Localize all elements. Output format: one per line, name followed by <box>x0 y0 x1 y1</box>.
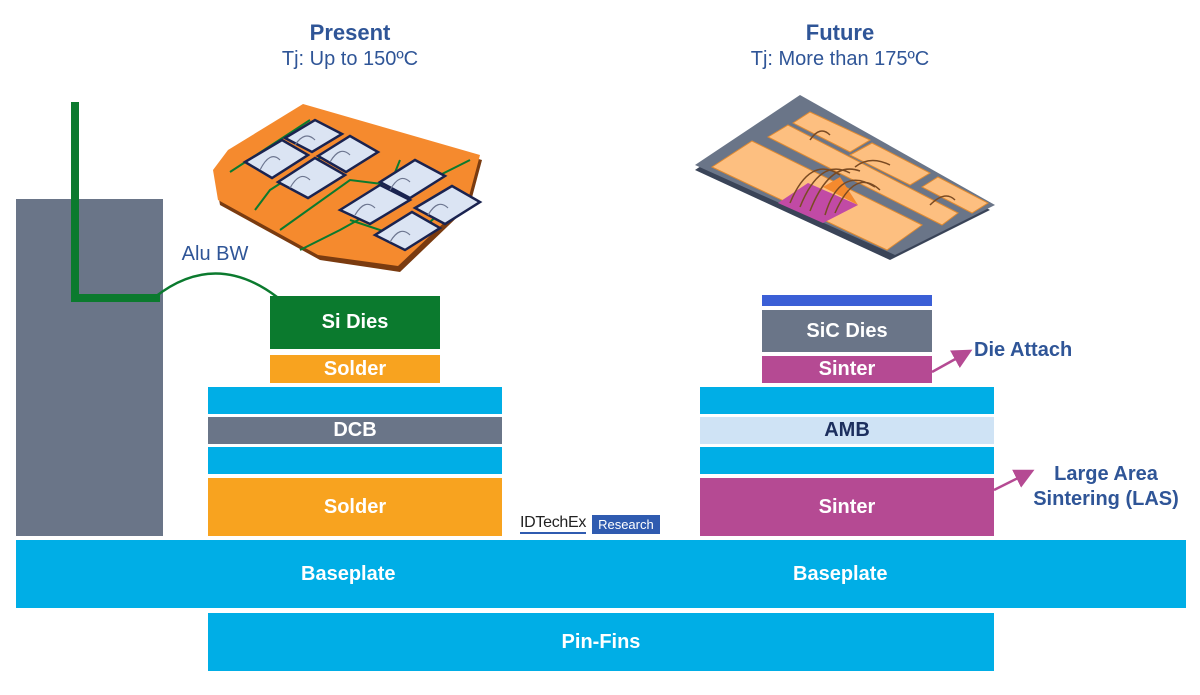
logo-brand: IDTechEx <box>520 514 586 534</box>
future-die-sinter-layer: Sinter <box>762 356 932 383</box>
present-module-illustration <box>213 104 483 272</box>
present-si-dies-layer: Si Dies <box>270 296 440 349</box>
future-heading: Future Tj: More than 175ºC <box>700 20 980 72</box>
present-top-copper-layer <box>208 387 502 414</box>
las-callout-line2: Sintering (LAS) <box>1033 488 1179 510</box>
die-attach-callout: Die Attach <box>974 339 1073 361</box>
terminal-housing <box>16 199 163 536</box>
future-bottom-copper-layer <box>700 447 994 474</box>
future-amb-layer: AMB <box>700 417 994 444</box>
present-bottom-copper-layer <box>208 447 502 474</box>
future-top-copper-layer <box>700 387 994 414</box>
present-substrate-solder-layer: Solder <box>208 478 502 536</box>
idtechex-logo: IDTechEx Research <box>520 514 660 534</box>
present-title: Present <box>309 20 391 45</box>
present-die-solder-layer: Solder <box>270 355 440 383</box>
die-attach-arrow <box>931 349 973 374</box>
aluminum-bond-wire <box>154 272 278 298</box>
present-heading: Present Tj: Up to 150ºC <box>230 20 470 72</box>
baseplate-left-label: Baseplate <box>301 562 396 585</box>
alu-bw-label: Alu BW <box>181 243 249 265</box>
future-subtitle: Tj: More than 175ºC <box>750 48 930 70</box>
future-module-illustration <box>695 95 995 260</box>
las-callout-line1: Large Area <box>1054 463 1158 485</box>
future-sic-dies-layer: SiC Dies <box>762 310 932 352</box>
baseplate: Baseplate Baseplate <box>16 540 1186 608</box>
present-dcb-layer: DCB <box>208 417 502 444</box>
pin-fins: Pin-Fins <box>208 613 994 671</box>
present-subtitle: Tj: Up to 150ºC <box>281 48 419 70</box>
logo-badge: Research <box>592 514 660 534</box>
future-title: Future <box>805 20 875 45</box>
las-arrow <box>993 469 1035 492</box>
future-substrate-sinter-layer: Sinter <box>700 478 994 536</box>
las-callout: Large Area Sintering (LAS) <box>1016 462 1196 512</box>
future-top-metallization-layer <box>762 295 932 306</box>
baseplate-right-label: Baseplate <box>793 562 888 585</box>
busbar-line <box>71 102 160 302</box>
